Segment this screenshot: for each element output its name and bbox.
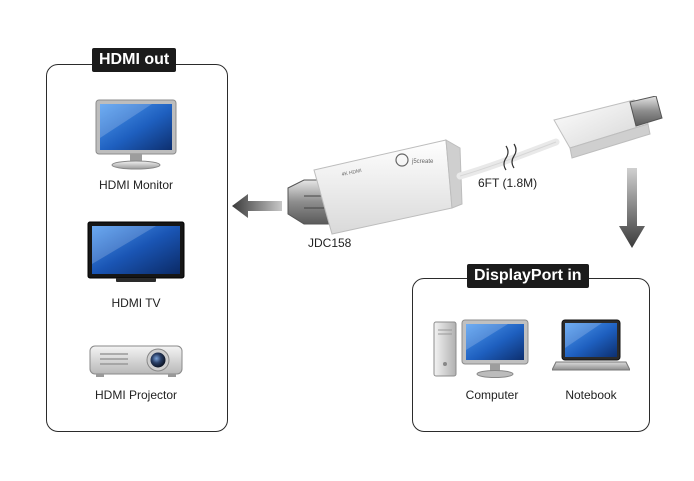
cable-length-label: 6FT (1.8M) [478, 176, 538, 190]
adapter-model-label: JDC158 [308, 236, 352, 250]
device-label-hdmi-tv: HDMI TV [111, 296, 161, 310]
adapter-cable-illustration: j5create 4K HDMI [287, 96, 663, 235]
hdmi-out-title: HDMI out [92, 48, 177, 72]
adapter-brand-text: j5create [411, 159, 434, 165]
monitor-icon [95, 99, 177, 170]
notebook-icon [552, 319, 630, 371]
device-label-computer: Computer [465, 388, 519, 402]
tv-icon [87, 221, 185, 282]
device-label-notebook: Notebook [565, 388, 617, 402]
down-arrow-icon [619, 168, 645, 248]
left-arrow-icon [232, 194, 282, 218]
projector-icon [89, 345, 183, 377]
device-label-hdmi-monitor: HDMI Monitor [98, 178, 173, 192]
desktop-computer-icon [433, 319, 529, 378]
displayport-in-title: DisplayPort in [467, 264, 589, 288]
device-label-hdmi-projector: HDMI Projector [94, 388, 177, 402]
adapter-hdmi-side-text: 4K HDMI [341, 168, 362, 178]
